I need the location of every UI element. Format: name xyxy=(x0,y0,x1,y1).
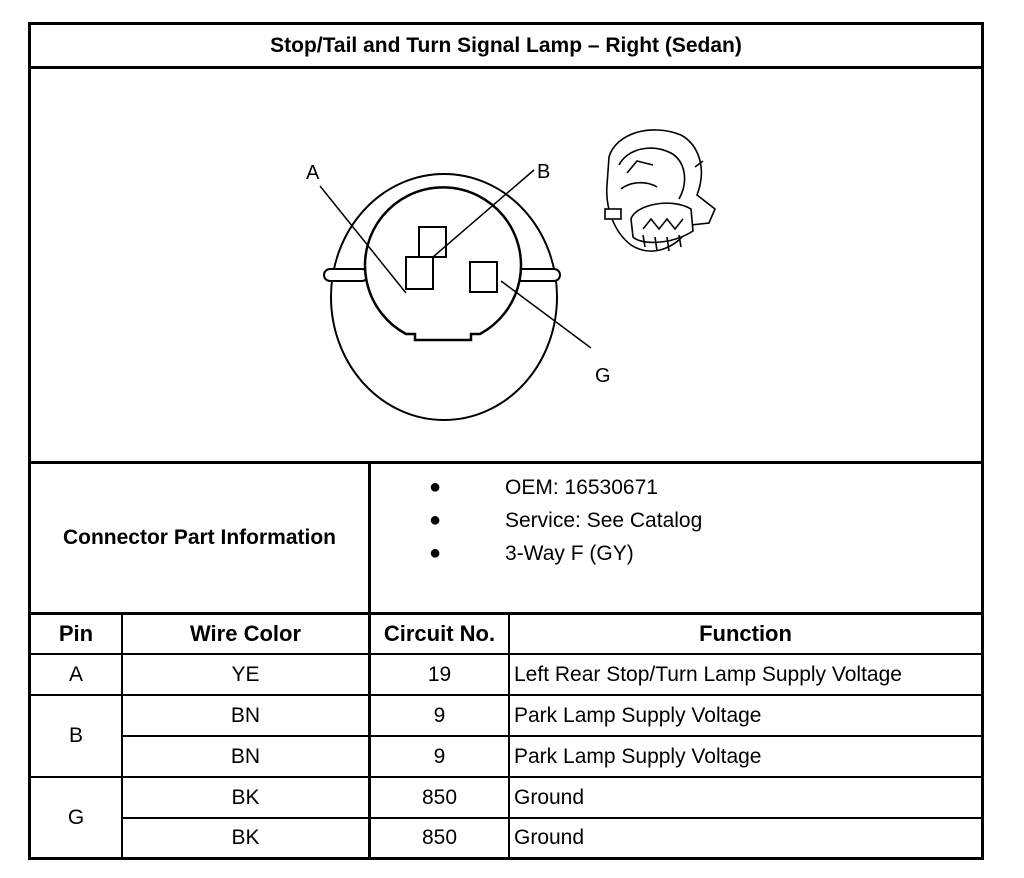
connector-info-label: Connector Part Information xyxy=(62,526,336,549)
wire-color-cell: BN xyxy=(230,744,261,768)
column-header-circuit-no: Circuit No. xyxy=(383,621,496,646)
pin-label-a: A xyxy=(306,162,320,184)
function-cell: Left Rear Stop/Turn Lamp Supply Voltage xyxy=(514,662,902,686)
wire-color-cell: BK xyxy=(231,785,260,809)
left-lock-tab xyxy=(323,268,369,282)
circuit-cell: 19 xyxy=(427,662,452,686)
connector-housing xyxy=(330,173,558,421)
function-cell: Ground xyxy=(514,785,585,809)
divider xyxy=(123,817,981,819)
pin-label-g: G xyxy=(595,365,611,387)
connector-info-item: ●OEM: 16530671 xyxy=(421,471,702,504)
column-header-function: Function xyxy=(699,621,792,646)
circuit-cell: 9 xyxy=(433,703,446,727)
page-title: Stop/Tail and Turn Signal Lamp – Right (… xyxy=(270,34,742,57)
pin-cell-b: B xyxy=(68,724,83,747)
connector-perspective-illustration xyxy=(604,129,716,252)
divider xyxy=(31,461,981,464)
connector-diagram: A B G xyxy=(306,129,716,421)
wire-color-cell: BK xyxy=(231,826,260,849)
wire-color-cell: YE xyxy=(231,662,260,686)
pin-label-b: B xyxy=(537,161,550,183)
divider xyxy=(31,776,981,778)
leader-line-a xyxy=(319,185,407,294)
leader-line-g xyxy=(500,280,592,349)
divider xyxy=(31,694,981,696)
pin-cell-g: G xyxy=(67,806,85,829)
divider xyxy=(123,735,981,737)
connector-info-list: ●OEM: 16530671 ●Service: See Catalog ●3-… xyxy=(421,471,702,570)
terminal-b xyxy=(418,226,447,258)
connector-info-item: ●3-Way F (GY) xyxy=(421,537,702,570)
circuit-cell: 850 xyxy=(421,826,458,849)
function-cell: Park Lamp Supply Voltage xyxy=(514,703,762,727)
bullet-icon: ● xyxy=(429,509,442,531)
function-cell: Ground xyxy=(514,826,585,849)
divider xyxy=(31,66,981,69)
circuit-cell: 9 xyxy=(433,744,446,768)
connector-sheet: Stop/Tail and Turn Signal Lamp – Right (… xyxy=(28,22,984,860)
column-header-wire-color: Wire Color xyxy=(189,621,302,646)
bullet-icon: ● xyxy=(429,476,442,498)
leader-line-b xyxy=(432,169,535,258)
bullet-icon: ● xyxy=(429,542,442,564)
divider xyxy=(31,653,981,655)
circuit-cell: 850 xyxy=(421,785,458,809)
divider xyxy=(368,464,371,612)
connector-face xyxy=(363,186,523,342)
divider xyxy=(31,612,981,615)
function-cell: Park Lamp Supply Voltage xyxy=(514,744,762,768)
wire-color-cell: BN xyxy=(230,703,261,727)
column-header-pin: Pin xyxy=(58,621,94,646)
terminal-a xyxy=(405,256,434,290)
terminal-g xyxy=(469,261,498,293)
pin-cell-a: A xyxy=(68,662,83,686)
connector-info-item: ●Service: See Catalog xyxy=(421,504,702,537)
right-lock-tab xyxy=(515,268,561,282)
divider xyxy=(121,615,123,857)
